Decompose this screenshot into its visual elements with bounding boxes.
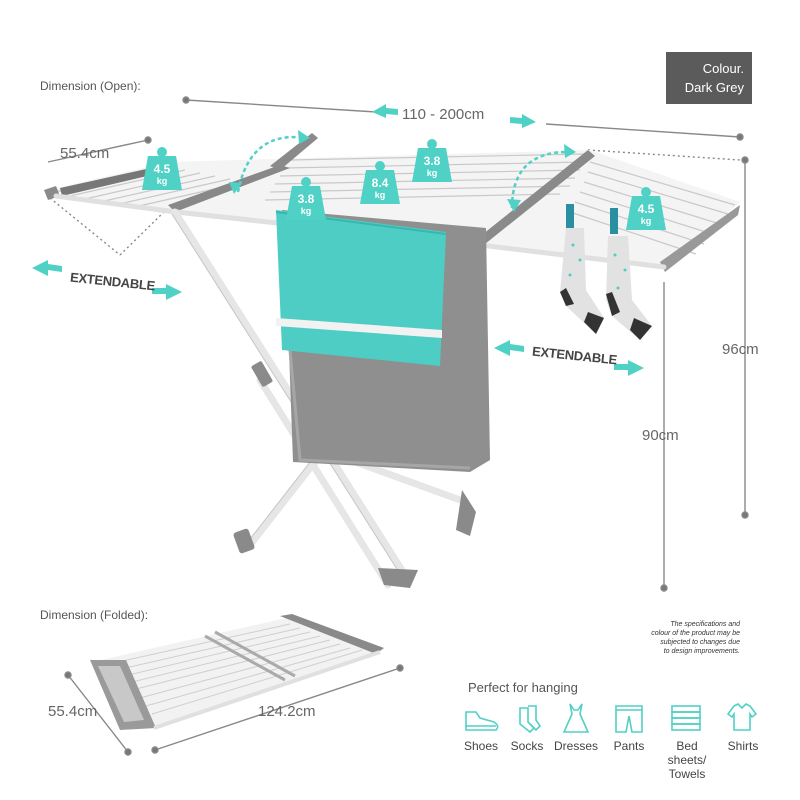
weight-unit: kg	[640, 216, 652, 226]
folded-depth-label: 55.4cm	[48, 703, 98, 720]
weight-unit: kg	[426, 168, 438, 178]
shirt-icon	[726, 703, 758, 731]
dimension-lines	[47, 96, 749, 592]
pants-icon	[615, 705, 643, 733]
note-line: colour of the product may be	[651, 630, 740, 637]
dimension-folded-label: Dimension (Folded):	[40, 608, 149, 622]
hanging-item-shoes: Shoes	[463, 739, 499, 753]
hanging-item-label: Bed sheets/	[667, 739, 707, 767]
towels	[275, 210, 490, 472]
weight-icons	[142, 139, 666, 230]
colour-badge: Colour. Dark Grey	[666, 52, 752, 104]
weight-label-left-center: 3.8 kg	[290, 193, 322, 217]
extendable-arrows	[32, 260, 644, 376]
towels-icon	[671, 705, 701, 731]
hanging-item-socks: Socks	[510, 739, 544, 753]
open-height-total-label: 96cm	[722, 341, 759, 358]
weight-value: 3.8	[423, 154, 441, 168]
open-depth-label: 55.4cm	[60, 145, 110, 162]
note-line: The specifications and	[670, 621, 740, 628]
weight-value: 8.4	[371, 176, 389, 190]
weight-value: 4.5	[637, 202, 655, 216]
fold-arrows	[236, 135, 573, 209]
socks	[560, 204, 652, 340]
specification-note: The specifications and colour of the pro…	[610, 620, 740, 656]
weight-unit: kg	[300, 206, 312, 216]
hanging-title: Perfect for hanging	[468, 680, 578, 695]
hanging-item-shirts: Shirts	[727, 739, 759, 753]
socks-icon	[519, 705, 542, 734]
open-width-label: 110 - 200cm	[402, 106, 485, 123]
weight-label-left-wing: 4.5 kg	[146, 163, 178, 187]
hanging-icons	[465, 703, 758, 734]
dimension-open-label: Dimension (Open):	[40, 79, 141, 93]
weight-unit: kg	[374, 190, 386, 200]
weight-value: 4.5	[153, 162, 171, 176]
weight-value: 3.8	[297, 192, 315, 206]
hanging-item-dresses: Dresses	[554, 739, 599, 753]
weight-label-right-wing: 4.5 kg	[630, 203, 662, 227]
weight-unit: kg	[156, 176, 168, 186]
weight-label-center: 8.4 kg	[364, 177, 396, 201]
airer-folded-illustration	[64, 614, 404, 756]
hanging-item-label: Towels	[668, 767, 706, 781]
width-arrows	[372, 104, 536, 128]
colour-value: Dark Grey	[684, 80, 744, 95]
open-height-rail-label: 90cm	[642, 427, 679, 444]
colour-label: Colour.	[702, 61, 744, 76]
weight-label-top-center: 3.8 kg	[416, 155, 448, 179]
note-line: subjected to changes due	[660, 639, 740, 646]
hanging-item-bed-sheets: Bed sheets/ Towels	[656, 739, 718, 781]
note-line: to design improvements.	[663, 648, 740, 655]
dress-icon	[562, 703, 590, 733]
shoe-icon	[465, 711, 499, 731]
folded-width-label: 124.2cm	[258, 703, 316, 720]
hanging-item-pants: Pants	[613, 739, 645, 753]
